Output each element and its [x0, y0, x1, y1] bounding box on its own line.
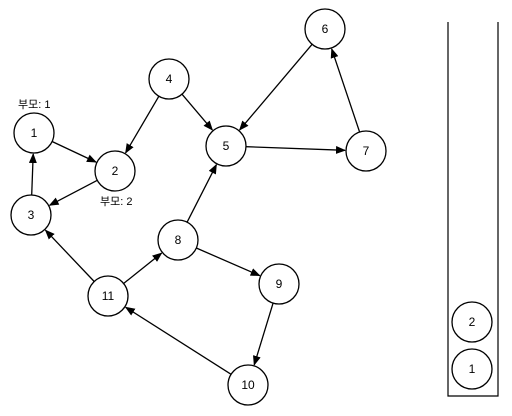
edge-5-to-7: [245, 145, 346, 154]
stack-item-1: 1: [451, 348, 493, 390]
node-label-8: 8: [175, 233, 182, 247]
nodes-layer: 1 2 3 4 5 6 7 8 9 10 11: [10, 8, 387, 406]
node-circle-2: [94, 150, 136, 192]
stack-item-circle-1: [451, 348, 493, 390]
edge-7-to-6: [330, 47, 361, 133]
node-9: 9: [258, 263, 300, 305]
node-circle-3: [10, 194, 52, 236]
node-6: 6: [304, 8, 346, 50]
stack-item-label-2: 2: [469, 315, 476, 329]
edge-11-to-3: [44, 229, 95, 282]
node-label-11: 11: [102, 289, 115, 303]
node-label-7: 7: [363, 144, 370, 158]
node-circle-7: [345, 130, 387, 172]
node-10: 10: [227, 364, 269, 406]
node-circle-5: [205, 125, 247, 167]
node-label-5: 5: [223, 139, 230, 153]
edge-8-to-5: [186, 163, 217, 223]
node-label-10: 10: [241, 378, 255, 392]
edge-4-to-5: [181, 93, 214, 131]
node-label-1: 1: [31, 126, 38, 140]
node-8: 8: [157, 219, 199, 261]
edge-3-to-1: [28, 153, 37, 196]
stack-container: [447, 22, 499, 397]
node-circle-1: [13, 112, 55, 154]
node-circle-9: [258, 263, 300, 305]
parent-annotation-1: 부모: 1: [18, 98, 50, 111]
node-4: 4: [148, 58, 190, 100]
edge-8-to-9: [196, 247, 261, 277]
edge-2-to-3: [48, 179, 98, 206]
node-7: 7: [345, 130, 387, 172]
edge-4-to-2: [125, 95, 160, 154]
edge-11-to-8: [123, 252, 163, 285]
edge-1-to-2: [51, 140, 97, 163]
node-circle-8: [157, 219, 199, 261]
node-5: 5: [205, 125, 247, 167]
edge-6-to-5: [238, 43, 313, 131]
stack-layer: 12: [451, 301, 493, 390]
node-11: 11: [87, 275, 129, 317]
edge-10-to-11: [124, 306, 232, 375]
node-circle-10: [227, 364, 269, 406]
edge-9-to-10: [253, 302, 274, 366]
node-3: 3: [10, 194, 52, 236]
stack-item-circle-2: [451, 301, 493, 343]
node-circle-4: [148, 58, 190, 100]
stack-item-label-1: 1: [469, 362, 476, 376]
node-label-2: 2: [112, 164, 119, 178]
node-2: 2: [94, 150, 136, 192]
parent-annotation-2: 부모: 2: [100, 195, 132, 208]
node-circle-11: [87, 275, 129, 317]
node-label-6: 6: [322, 22, 329, 36]
node-label-3: 3: [28, 208, 35, 222]
stack-item-2: 2: [451, 301, 493, 343]
node-label-9: 9: [276, 277, 283, 291]
node-label-4: 4: [166, 72, 173, 86]
edges-layer: [28, 43, 361, 375]
node-1: 1: [13, 112, 55, 154]
node-circle-6: [304, 8, 346, 50]
